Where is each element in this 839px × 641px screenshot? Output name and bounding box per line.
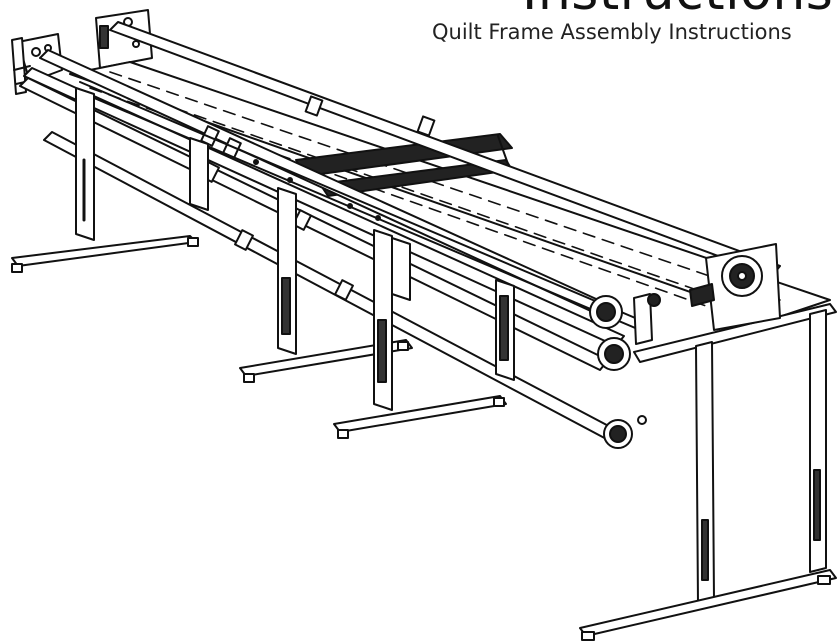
leg-3	[333, 229, 507, 439]
leg-4-right-end	[495, 279, 837, 641]
rail-collars	[200, 95, 436, 301]
crank-wheels	[589, 293, 661, 449]
end-plate-right-upper	[689, 243, 781, 331]
back-end-bracket	[95, 9, 153, 69]
document-title: Instructions	[522, 0, 833, 22]
frame-deck	[69, 61, 831, 321]
leg-2	[189, 137, 413, 383]
document-subtitle: Quilt Frame Assembly Instructions	[432, 20, 792, 44]
leg-1	[11, 87, 199, 273]
cross-beam	[79, 81, 641, 331]
